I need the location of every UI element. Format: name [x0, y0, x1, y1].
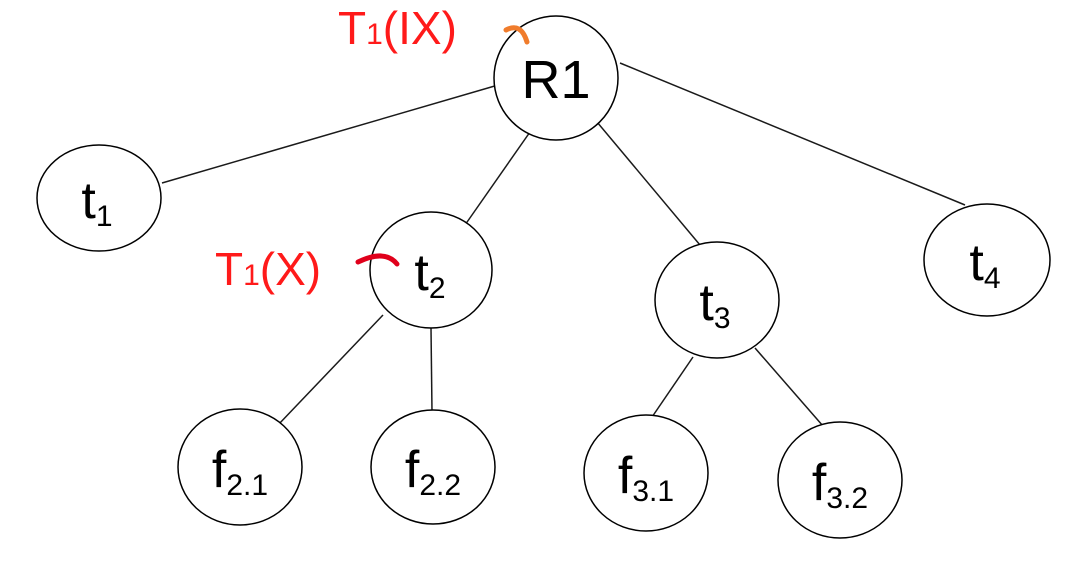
edge-r1-t4 [619, 62, 966, 206]
node-f21-label: f2.1 [212, 441, 268, 502]
lock-x-annotation: T1(X) [215, 243, 400, 295]
lock-ix-mode: (IX) [383, 2, 457, 54]
lock-x-hook [355, 253, 400, 267]
node-t3: t3 [654, 241, 780, 359]
edge-t2-f21 [277, 314, 384, 426]
node-t4-sub: 4 [984, 262, 1001, 295]
edge-t2-f22 [430, 327, 433, 413]
node-f22: f2.2 [370, 409, 496, 525]
node-r1-circle [493, 15, 619, 141]
node-f31-label: f3.1 [618, 447, 674, 508]
node-f21-circle [177, 408, 303, 526]
node-t1-base: t [81, 172, 96, 230]
node-t3-sub: 3 [714, 302, 731, 335]
node-f22-circle [370, 409, 496, 525]
node-t4-circle [923, 203, 1051, 317]
node-f31-circle [583, 414, 709, 532]
node-t4-base: t [969, 234, 984, 292]
lock-x-base: T [215, 243, 243, 295]
node-f32-sub: 3.2 [826, 482, 868, 515]
lock-ix-label: T1(IX) [338, 2, 457, 54]
node-t4-label: t4 [969, 234, 1000, 295]
node-t1-sub: 1 [96, 200, 113, 233]
node-f32: f3.2 [777, 421, 903, 539]
node-f21-sub: 2.1 [226, 469, 268, 502]
lock-x-label: T1(X) [215, 243, 321, 295]
edge-r1-t2 [464, 131, 531, 226]
edge-t3-f31 [649, 356, 694, 421]
lock-ix-hook [503, 25, 530, 45]
lock-ix-base: T [338, 2, 366, 54]
node-t2-circle [369, 211, 493, 329]
node-t1: t1 [36, 144, 162, 252]
node-f31-sub: 3.1 [632, 475, 674, 508]
node-t1-circle [36, 144, 162, 252]
node-t2: t2 [369, 211, 493, 329]
node-r1-label: R1 [521, 50, 590, 110]
tree-edges [161, 62, 966, 427]
node-t1-label: t1 [81, 172, 112, 233]
lock-x-sub: 1 [243, 259, 260, 292]
node-f31-base: f [618, 447, 633, 505]
node-f31: f3.1 [583, 414, 709, 532]
edge-r1-t3 [596, 121, 701, 246]
node-t4: t4 [923, 203, 1051, 317]
node-f21: f2.1 [177, 408, 303, 526]
lock-ix-sub: 1 [366, 18, 383, 51]
node-t3-circle [654, 241, 780, 359]
node-t3-base: t [699, 274, 714, 332]
node-t3-label: t3 [699, 274, 730, 335]
edge-r1-t1 [161, 82, 506, 184]
node-f32-base: f [812, 454, 827, 512]
node-f32-circle [777, 421, 903, 539]
node-t2-base: t [414, 244, 429, 302]
node-f22-sub: 2.2 [419, 469, 461, 502]
node-f22-label: f2.2 [405, 441, 461, 502]
node-f22-base: f [405, 441, 420, 499]
node-t2-label: t2 [414, 244, 445, 305]
node-f32-label: f3.2 [812, 454, 868, 515]
node-r1: R1 [493, 15, 619, 141]
node-t2-sub: 2 [429, 272, 446, 305]
lock-x-mode: (X) [260, 243, 321, 295]
edge-t3-f32 [754, 347, 824, 427]
node-f21-base: f [212, 441, 227, 499]
lock-ix-annotation: T1(IX) [338, 2, 530, 54]
